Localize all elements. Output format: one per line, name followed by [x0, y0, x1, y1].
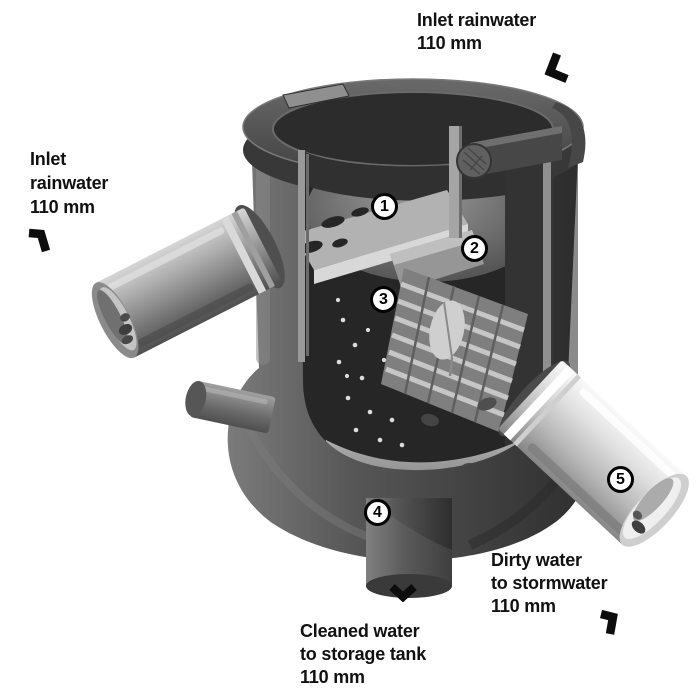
- label-line: rainwater: [30, 173, 109, 193]
- leaf: [477, 397, 497, 411]
- inlet-pipe-top: [456, 126, 562, 179]
- label-line: Inlet: [30, 149, 67, 169]
- leaf-on-mesh: [429, 300, 465, 377]
- part-marker-1: 1: [371, 193, 398, 220]
- outlet-pipe-right: [498, 360, 689, 547]
- part-marker-5: 5: [607, 466, 634, 493]
- label-line: Cleaned water: [300, 621, 420, 641]
- label-line: 110 mm: [30, 197, 95, 217]
- chevron-down-icon: [389, 584, 417, 602]
- label-cleaned-water: Cleaned water to storage tank 110 mm: [300, 620, 426, 689]
- label-line: 110 mm: [491, 596, 556, 616]
- label-line: Dirty water: [491, 550, 582, 570]
- label-line: to stormwater: [491, 573, 608, 593]
- leaf: [421, 413, 439, 427]
- label-inlet-rainwater-left: Inlet rainwater 110 mm: [30, 147, 108, 219]
- overflow-stub-pipe: [185, 380, 276, 433]
- filter-mesh: [381, 268, 528, 432]
- bent-arrow-down-right-icon: [28, 228, 51, 253]
- rim-cut-notch: [282, 83, 350, 109]
- label-line: 110 mm: [417, 33, 482, 53]
- cut-face-edges: [298, 142, 551, 380]
- label-dirty-water: Dirty water to stormwater 110 mm: [491, 549, 608, 618]
- body-shadow: [554, 150, 578, 380]
- part-marker-4: 4: [364, 499, 391, 526]
- cut-strut-edge: [459, 126, 462, 238]
- cutaway-interior: [298, 126, 562, 471]
- label-line: to storage tank: [300, 644, 427, 664]
- leaves-in-outlet: [631, 510, 646, 534]
- label-inlet-rainwater-top: Inlet rainwater 110 mm: [417, 9, 536, 55]
- part-marker-3: 3: [370, 286, 397, 313]
- bent-arrow-down-left-icon: [544, 52, 569, 83]
- bent-arrow-down-icon: [599, 609, 618, 635]
- leaves-in-inlet: [118, 313, 134, 345]
- rim-flange: [552, 102, 586, 168]
- water-droplets: [335, 297, 405, 448]
- label-line: 110 mm: [300, 667, 365, 687]
- inlet-pipe-left: [91, 204, 285, 359]
- label-line: Inlet rainwater: [417, 10, 537, 30]
- part-marker-2: 2: [461, 235, 488, 262]
